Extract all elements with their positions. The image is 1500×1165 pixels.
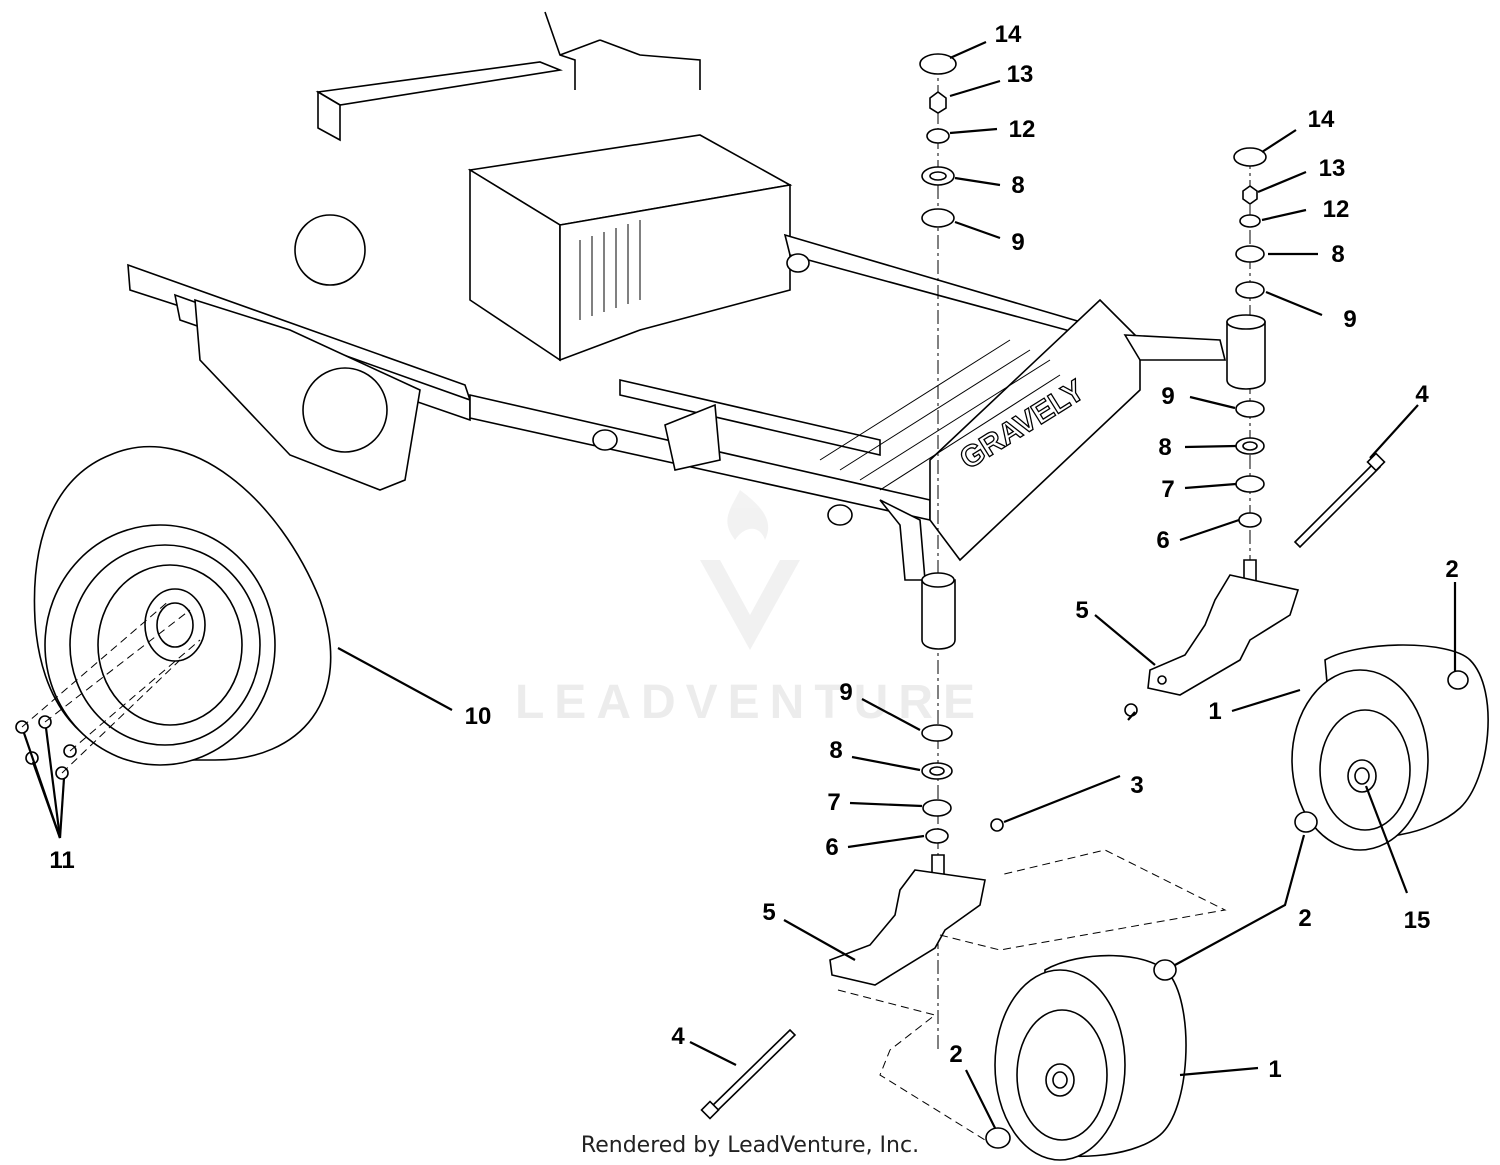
callout-8: 8 xyxy=(1158,434,1171,461)
right-caster-lower-stack xyxy=(1235,400,1265,528)
right-caster-pivot-tube xyxy=(1226,314,1266,390)
callout-10: 10 xyxy=(465,703,492,730)
grease-fitting xyxy=(990,703,1138,832)
callout-6: 6 xyxy=(1156,527,1169,554)
callout-7: 7 xyxy=(827,789,840,816)
callout-8: 8 xyxy=(829,737,842,764)
mower-frame: GRAVELY xyxy=(127,11,1227,581)
left-caster-pivot-tube xyxy=(921,572,956,650)
callout-4: 4 xyxy=(671,1023,685,1050)
callout-11: 11 xyxy=(49,847,74,874)
right-caster-wheel xyxy=(1291,644,1489,851)
callout-5: 5 xyxy=(1075,597,1088,624)
callout-15: 15 xyxy=(1404,907,1431,934)
right-axle-bolt xyxy=(1293,452,1386,549)
rear-wheel-tire xyxy=(33,445,332,766)
watermark-text: LEADVENTURE xyxy=(515,676,985,729)
callout-2: 2 xyxy=(1445,556,1458,583)
callout-5: 5 xyxy=(762,899,775,926)
callout-3: 3 xyxy=(1130,772,1143,799)
callout-14: 14 xyxy=(995,21,1022,48)
callout-9: 9 xyxy=(1161,383,1174,410)
right-caster-fork xyxy=(1147,559,1300,696)
lug-nut-set xyxy=(15,599,201,780)
callout-8: 8 xyxy=(1011,172,1024,199)
callout-12: 12 xyxy=(1009,116,1036,143)
callout-13: 13 xyxy=(1319,155,1346,182)
render-credit: Rendered by LeadVenture, Inc. xyxy=(581,1133,919,1158)
callout-8: 8 xyxy=(1331,241,1344,268)
leader-lines xyxy=(22,40,1457,1129)
left-axle-bolt xyxy=(700,1028,797,1120)
callout-14: 14 xyxy=(1308,106,1335,133)
callout-13: 13 xyxy=(1007,61,1034,88)
callout-9: 9 xyxy=(1343,306,1356,333)
left-caster-wheel xyxy=(994,954,1187,1161)
left-caster-upper-stack xyxy=(919,53,957,228)
callout-7: 7 xyxy=(1161,476,1174,503)
callout-labels: 14 13 12 8 9 14 13 12 8 9 9 8 7 6 4 2 5 … xyxy=(49,21,1458,1083)
left-caster-fork xyxy=(829,854,986,986)
left-wheel-spacer xyxy=(985,959,1177,1149)
watermark-logo xyxy=(700,490,800,650)
left-caster-lower-stack xyxy=(921,724,953,844)
right-caster-upper-stack xyxy=(1233,147,1267,299)
callout-9: 9 xyxy=(839,679,852,706)
callout-2: 2 xyxy=(1298,905,1311,932)
callout-9: 9 xyxy=(1011,229,1024,256)
callout-4: 4 xyxy=(1415,381,1429,408)
right-wheel-spacer xyxy=(1294,670,1469,833)
callout-12: 12 xyxy=(1323,196,1350,223)
callout-1: 1 xyxy=(1208,698,1221,725)
callout-2: 2 xyxy=(949,1041,962,1068)
callout-1: 1 xyxy=(1268,1056,1281,1083)
callout-6: 6 xyxy=(825,834,838,861)
